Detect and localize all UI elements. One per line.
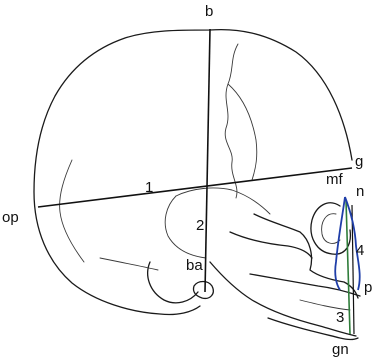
landmark-maxillofrontale: mf bbox=[326, 171, 343, 188]
coronal-suture bbox=[225, 44, 238, 198]
lambdoid-suture bbox=[60, 160, 84, 262]
landmark-glabella: g bbox=[355, 153, 363, 170]
measure-line-2 bbox=[205, 29, 210, 292]
measure-line-1 bbox=[38, 168, 352, 207]
landmark-opisthocranion: op bbox=[2, 209, 19, 226]
zygomatic-arch bbox=[230, 232, 312, 258]
orbit-outline bbox=[311, 203, 350, 254]
landmark-bregma: b bbox=[205, 3, 213, 20]
squamous-line bbox=[176, 188, 270, 214]
maxilla-outline bbox=[254, 214, 358, 298]
upper-jaw-line bbox=[250, 274, 360, 296]
mandible-outline bbox=[210, 262, 356, 336]
landmark-basion: ba bbox=[186, 257, 203, 274]
measure-line-3-facial-height bbox=[346, 200, 350, 334]
measure-label-4: 4 bbox=[356, 242, 364, 259]
landmark-nasion: n bbox=[356, 183, 364, 200]
occipital-condyle bbox=[193, 282, 213, 299]
orbit-inner bbox=[322, 214, 340, 244]
landmark-prosthion: p bbox=[364, 279, 372, 296]
parietal-inner-line bbox=[228, 84, 257, 180]
mandible-lower bbox=[268, 318, 358, 340]
measure-label-3: 3 bbox=[336, 309, 344, 326]
measure-label-1: 1 bbox=[145, 179, 153, 196]
measure-label-2: 2 bbox=[196, 217, 204, 234]
landmark-gnathion: gn bbox=[332, 341, 349, 358]
